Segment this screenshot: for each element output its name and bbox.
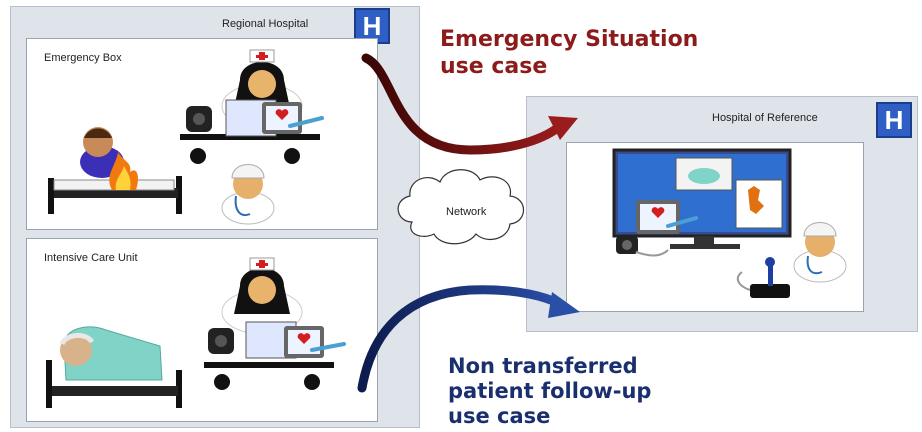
emergency-caption-line2: use case	[440, 54, 548, 79]
emergency-arrow	[361, 53, 578, 155]
emergency-patient-icon	[48, 127, 182, 214]
followup-caption-line3: use case	[448, 404, 551, 428]
emergency-use-case-caption: Emergency Situation use case	[440, 26, 698, 80]
reference-webcam-icon	[616, 236, 669, 257]
network-label: Network	[446, 206, 487, 218]
followup-arrow	[357, 285, 580, 393]
icu-label: Intensive Care Unit	[44, 252, 138, 264]
icu-patient-icon	[46, 326, 182, 408]
reference-tablet-icon	[636, 200, 698, 234]
reference-monitor-icon	[612, 148, 792, 249]
emergency-caption-line1: Emergency Situation	[440, 27, 699, 52]
emergency-doctor-icon	[221, 164, 275, 225]
emergency-box-label: Emergency Box	[44, 52, 122, 64]
followup-use-case-caption: Non transferred patient follow-up use ca…	[448, 354, 651, 429]
network-cloud	[397, 169, 525, 245]
followup-caption-line1: Non transferred	[448, 354, 638, 378]
emergency-nurse-cart-icon	[180, 49, 324, 164]
icu-nurse-cart-icon	[204, 257, 346, 390]
regional-hospital-title: Regional Hospital	[222, 18, 309, 30]
reference-joystick-icon	[736, 257, 790, 298]
reference-hospital-title: Hospital of Reference	[712, 112, 818, 124]
reference-doctor-icon	[793, 222, 847, 283]
followup-caption-line2: patient follow-up	[448, 379, 652, 403]
reference-hospital-badge: H	[876, 102, 912, 138]
